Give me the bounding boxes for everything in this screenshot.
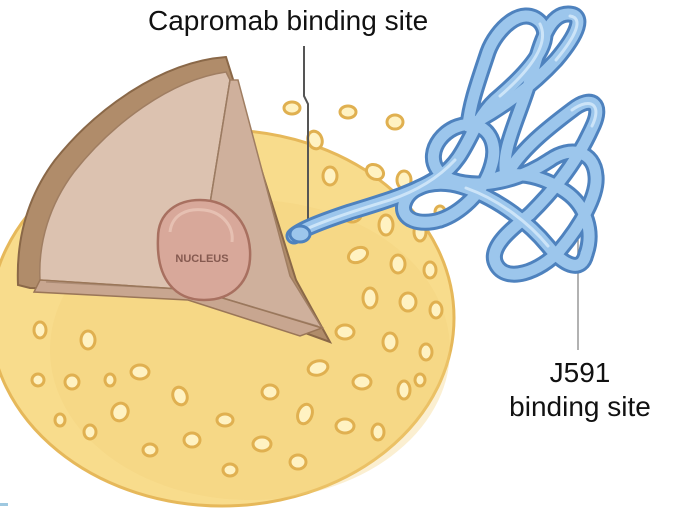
capromab-binding-site-label: Capromab binding site bbox=[148, 4, 428, 38]
nucleus: NUCLEUS bbox=[158, 200, 250, 300]
corner-mark bbox=[0, 503, 8, 506]
nucleus-label: NUCLEUS bbox=[175, 253, 228, 265]
j591-label-line1: J591 bbox=[490, 356, 670, 390]
capromab-binding-site bbox=[290, 226, 310, 242]
j591-label-line2: binding site bbox=[490, 390, 670, 424]
j591-binding-site-label: J591 binding site bbox=[490, 356, 670, 424]
